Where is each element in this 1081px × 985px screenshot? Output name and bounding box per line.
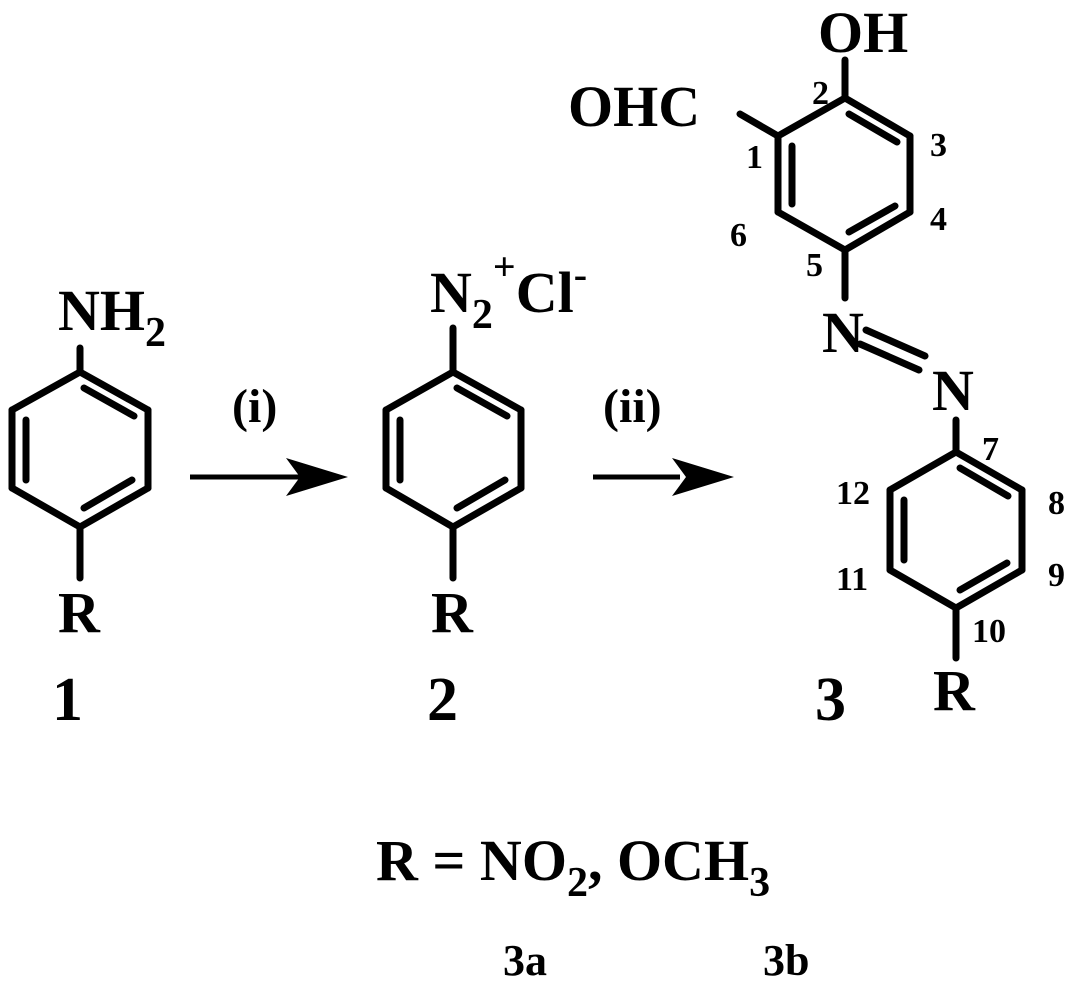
position-11: 11 bbox=[836, 561, 868, 598]
r-group-2: R bbox=[431, 580, 474, 645]
position-8: 8 bbox=[1048, 485, 1065, 522]
compound-3-structure: OH OHC N N bbox=[568, 0, 1065, 734]
position-9: 9 bbox=[1048, 557, 1065, 594]
position-5: 5 bbox=[806, 247, 823, 284]
substituent-formula: R = NO2, OCH3 bbox=[376, 828, 770, 906]
azo-double-bond bbox=[856, 326, 929, 374]
r-group-3: R bbox=[933, 658, 976, 723]
position-10: 10 bbox=[972, 613, 1006, 650]
benzene-ring-upper bbox=[736, 56, 914, 302]
condition-ii: (ii) bbox=[603, 380, 662, 433]
hydroxyl-group: OH bbox=[818, 0, 908, 65]
diazonium-group: N2+Cl- bbox=[430, 244, 587, 338]
position-1: 1 bbox=[746, 139, 763, 176]
nh2-group: NH2 bbox=[58, 278, 166, 356]
position-12: 12 bbox=[836, 475, 870, 512]
position-7: 7 bbox=[982, 431, 999, 468]
benzene-ring-lower bbox=[886, 416, 1026, 662]
compound-label-1: 1 bbox=[52, 666, 83, 734]
formyl-group: OHC bbox=[568, 74, 700, 139]
azo-nitrogen-2: N bbox=[932, 358, 974, 423]
compound-label-3: 3 bbox=[815, 666, 846, 734]
variant-label-3b: 3b bbox=[763, 936, 809, 985]
reaction-arrow-2: (ii) bbox=[593, 380, 734, 496]
benzene-ring-2 bbox=[382, 324, 525, 582]
substituent-definition: R = NO2, OCH3 3a 3b bbox=[376, 828, 809, 985]
variant-label-3a: 3a bbox=[503, 936, 547, 985]
compound-2-structure: N2+Cl- R 2 bbox=[382, 244, 587, 734]
compound-1-structure: NH2 R 1 bbox=[8, 278, 166, 734]
position-2: 2 bbox=[812, 75, 829, 112]
benzene-ring-1 bbox=[8, 344, 152, 582]
position-3: 3 bbox=[930, 127, 947, 164]
r-group-1: R bbox=[58, 580, 101, 645]
azo-nitrogen-1: N bbox=[822, 300, 864, 365]
position-6: 6 bbox=[730, 217, 747, 254]
reaction-arrow-1: (i) bbox=[190, 380, 348, 496]
compound-label-2: 2 bbox=[427, 666, 458, 734]
condition-i: (i) bbox=[232, 380, 277, 433]
position-4: 4 bbox=[930, 201, 947, 238]
